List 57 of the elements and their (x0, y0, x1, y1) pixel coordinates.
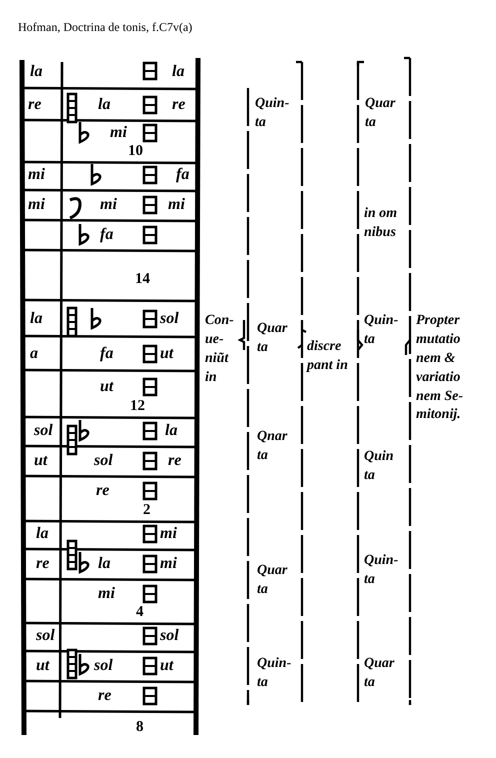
syllable-label: la (98, 556, 110, 573)
syllable-label: ut (34, 453, 48, 470)
syllable-label: a (30, 346, 38, 363)
syllable-label: re (168, 453, 182, 470)
syllable-label: ut (36, 658, 50, 675)
number-label: 12 (130, 399, 145, 415)
bracket-text: Quin ta (364, 448, 395, 485)
bracket-text: Quar ta (257, 562, 288, 599)
bracket-text: discre pant in (307, 338, 349, 375)
number-label: 8 (136, 720, 144, 736)
syllable-label: fa (100, 346, 114, 363)
syllable-label: mi (98, 586, 115, 603)
syllable-label: sol (94, 453, 113, 470)
syllable-label: mi (28, 197, 45, 214)
syllable-label: la (172, 64, 184, 81)
bracket-text: Propter mutatio nem & variatio nem Se- mitonĳ. (416, 312, 464, 424)
syllable-label: ut (160, 658, 174, 675)
bracket-text: Quin- ta (257, 655, 292, 692)
syllable-label: fa (100, 227, 114, 244)
bracket-text: Quar ta (365, 95, 396, 132)
syllable-label: mi (100, 197, 117, 214)
syllable-label: la (36, 526, 48, 543)
bracket-text: Quin- ta (255, 95, 290, 132)
syllable-label: la (165, 423, 178, 440)
syllable-label: sol (94, 658, 113, 675)
syllable-label: sol (36, 628, 55, 645)
syllable-label: re (96, 483, 110, 500)
syllable-label: la (30, 311, 42, 328)
number-label: 10 (128, 144, 143, 160)
syllable-label: re (28, 97, 42, 114)
bracket-text: Quin- ta (364, 312, 400, 349)
bracket-text: Quar ta (364, 655, 396, 692)
syllable-label: la (30, 64, 42, 81)
syllable-label: fa (176, 167, 190, 184)
syllable-label: sol (34, 423, 53, 440)
syllable-label: mi (28, 167, 45, 184)
number-label: 14 (135, 272, 150, 288)
bracket-text: Quin- ta (364, 552, 400, 589)
syllable-label: re (172, 97, 186, 114)
syllable-label: sol (160, 311, 179, 328)
bracket-text: in om nibus (364, 205, 398, 242)
syllable-label: mi (160, 556, 177, 573)
syllable-label: re (36, 556, 50, 573)
syllable-label: mi (110, 125, 127, 142)
bracket-text: Qnar ta (257, 428, 288, 465)
syllable-label: sol (160, 628, 179, 645)
number-label: 2 (143, 503, 150, 519)
bracket-text: Quar ta (257, 320, 288, 357)
source-heading: Hofman, Doctrina de tonis, f.C7v(a) (18, 20, 192, 35)
syllable-label: la (98, 97, 110, 114)
syllable-label: mi (160, 526, 177, 543)
syllable-label: re (98, 688, 112, 705)
syllable-label: ut (160, 346, 174, 363)
syllable-label: ut (100, 379, 114, 396)
number-label: 4 (136, 605, 144, 621)
syllable-label: mi (168, 197, 185, 214)
bracket-text: Con- ue- niũt in (205, 312, 235, 387)
